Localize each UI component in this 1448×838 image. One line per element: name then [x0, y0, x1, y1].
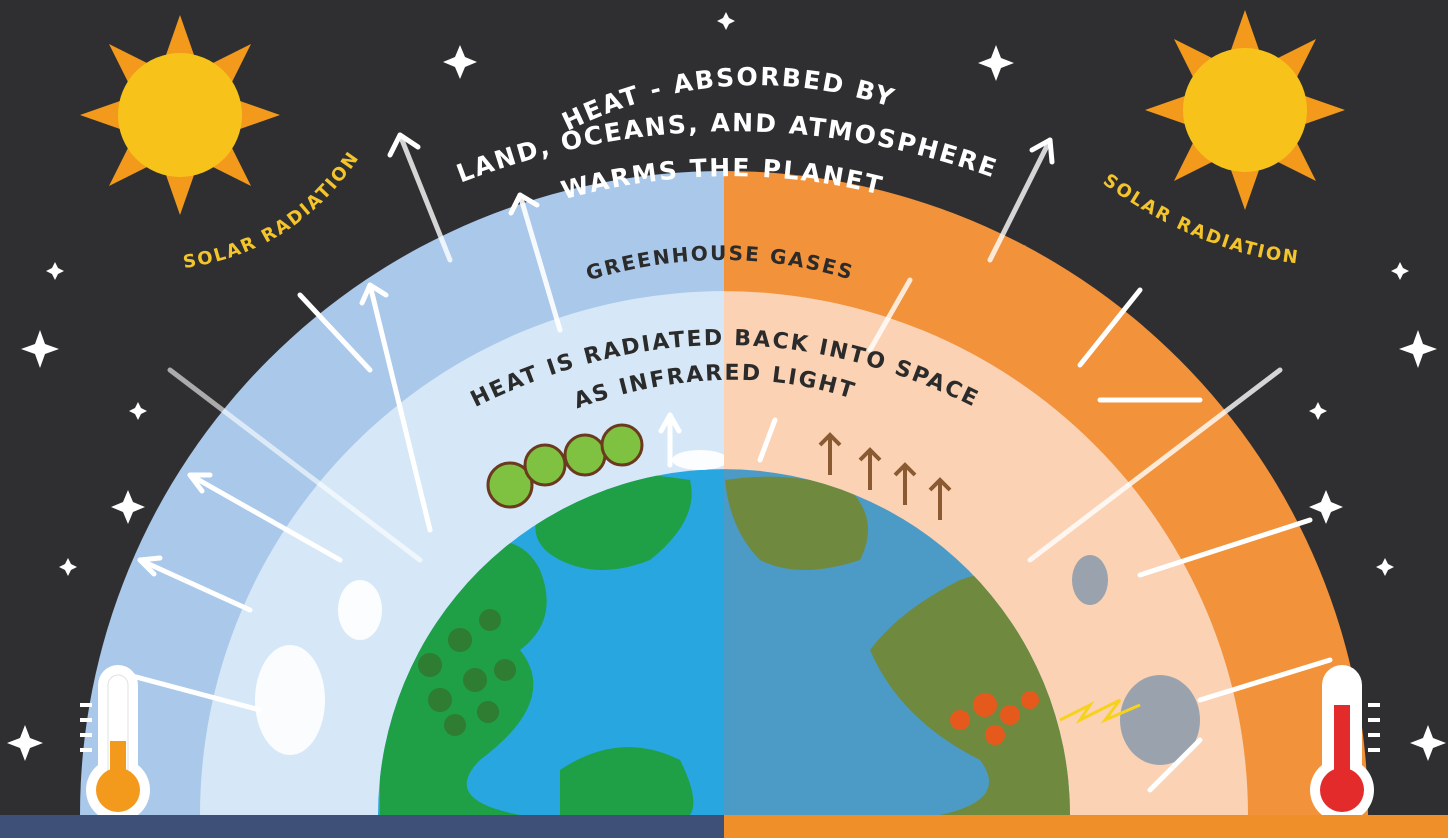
star-icon	[717, 12, 735, 30]
star-icon	[1309, 490, 1343, 524]
forest-trees	[418, 609, 516, 736]
star-icon	[1410, 725, 1446, 761]
earth-cool-side	[255, 423, 724, 815]
star-icon	[1399, 330, 1437, 368]
wildfire	[950, 691, 1039, 745]
sun-icon	[1145, 10, 1345, 210]
star-icon	[21, 330, 59, 368]
star-icon	[7, 725, 43, 761]
star-icon	[978, 45, 1014, 81]
trees-healthy	[486, 423, 644, 509]
radiation-arrows	[107, 132, 1333, 793]
bottom-bar-left	[0, 815, 724, 838]
thermometer-icon	[1310, 665, 1380, 822]
stars	[7, 12, 1446, 761]
star-icon	[1391, 262, 1409, 280]
thermometer-icon	[80, 665, 150, 822]
star-icon	[1309, 402, 1327, 420]
clouds-left	[255, 450, 724, 755]
star-icon	[1376, 558, 1394, 576]
lightning-bolt	[1059, 698, 1141, 724]
star-icon	[129, 402, 147, 420]
star-icon	[46, 262, 64, 280]
star-icon	[111, 490, 145, 524]
storm-clouds	[1072, 555, 1200, 765]
bottom-bar-right	[724, 815, 1448, 838]
star-icon	[443, 45, 477, 79]
trees-dead	[818, 432, 952, 520]
sun-icon	[80, 15, 280, 215]
star-icon	[59, 558, 77, 576]
